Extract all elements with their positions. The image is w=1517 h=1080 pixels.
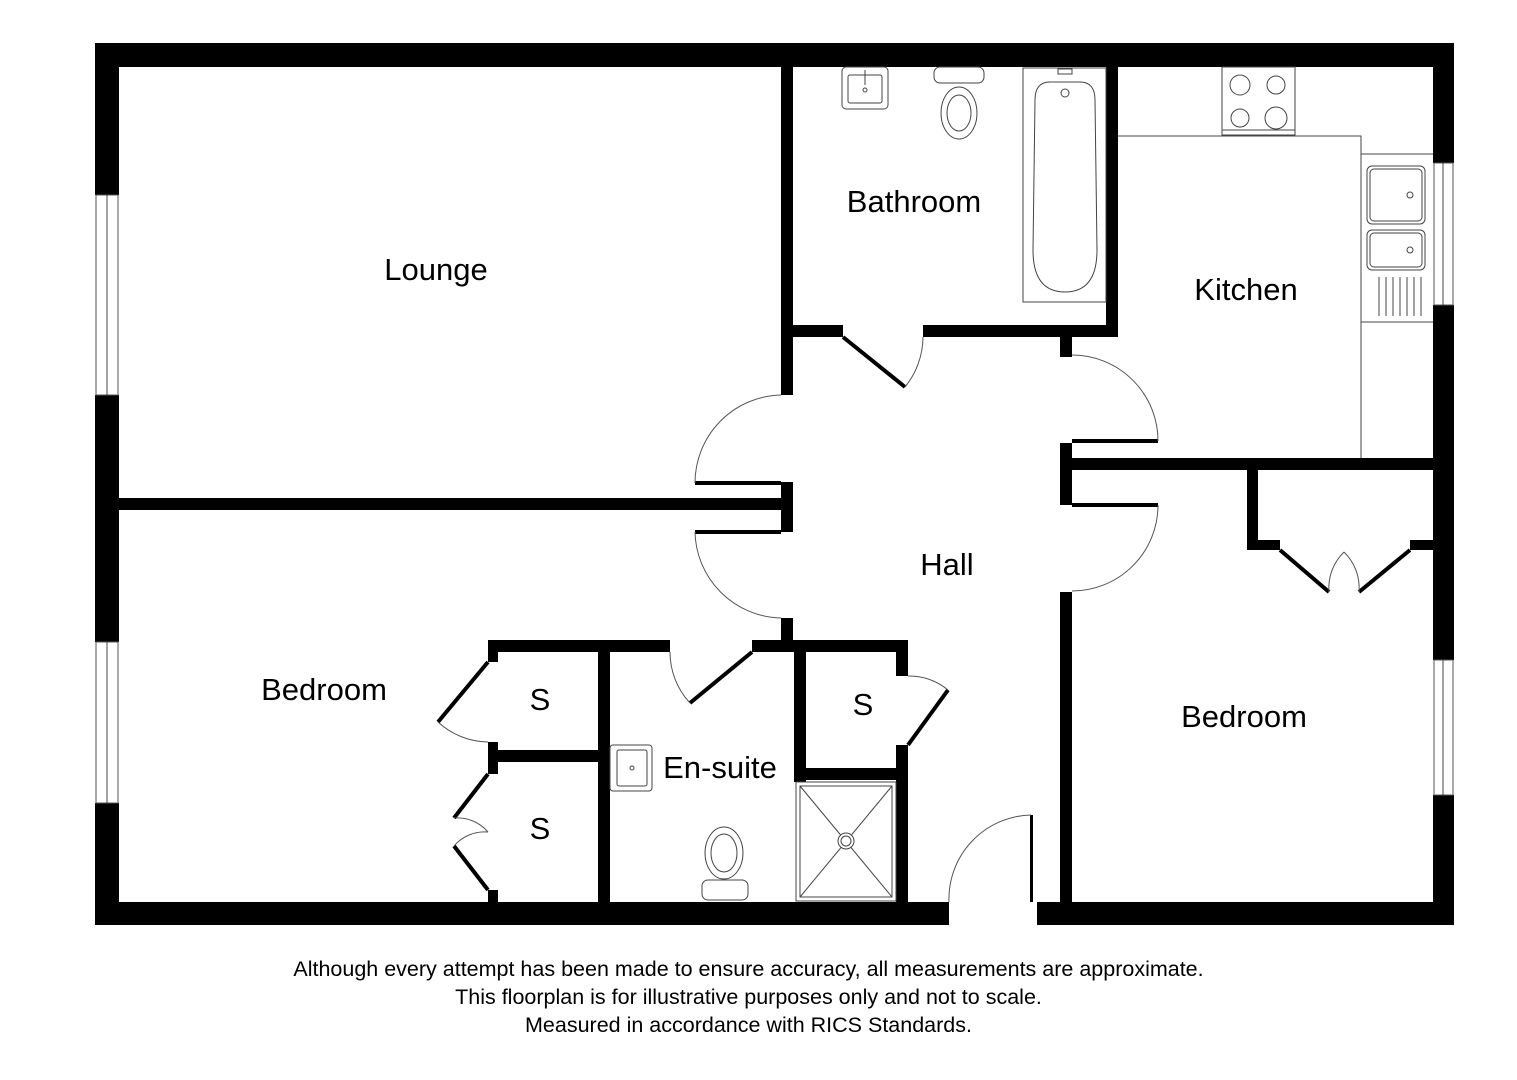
bathtub-icon [1022, 67, 1107, 303]
windows [95, 162, 1454, 804]
disclaimer-line-1: Although every attempt has been made to … [293, 957, 1204, 981]
room-label-storage-3: S [852, 687, 874, 722]
room-label-bedroom-right: Bedroom [1181, 699, 1307, 734]
disclaimer-line-2: This floorplan is for illustrative purpo… [455, 985, 1042, 1009]
doors [436, 335, 1412, 903]
ensuite-toilet-icon [701, 826, 749, 901]
room-label-ensuite: En-suite [663, 750, 777, 785]
toilet-icon [933, 66, 985, 140]
outer-walls [95, 43, 1454, 925]
disclaimer: Although every attempt has been made to … [0, 955, 1497, 1039]
sink-icon [1366, 165, 1426, 316]
interior-walls [119, 67, 1433, 902]
room-label-storage-1: S [529, 682, 551, 717]
room-label-hall: Hall [920, 547, 974, 582]
bathroom-fixtures [841, 66, 1107, 303]
room-label-kitchen: Kitchen [1194, 272, 1298, 307]
shower-tray-icon [795, 781, 897, 902]
ensuite-basin-icon [609, 744, 653, 792]
kitchen-fixtures [1118, 66, 1433, 458]
basin-icon [841, 66, 889, 110]
room-label-storage-2: S [529, 811, 551, 846]
room-label-lounge: Lounge [384, 252, 488, 287]
ensuite-fixtures [609, 744, 897, 902]
disclaimer-line-3: Measured in accordance with RICS Standar… [525, 1013, 972, 1037]
room-label-bathroom: Bathroom [846, 184, 982, 219]
room-label-bedroom-left: Bedroom [261, 672, 387, 707]
hob-icon [1221, 66, 1296, 136]
